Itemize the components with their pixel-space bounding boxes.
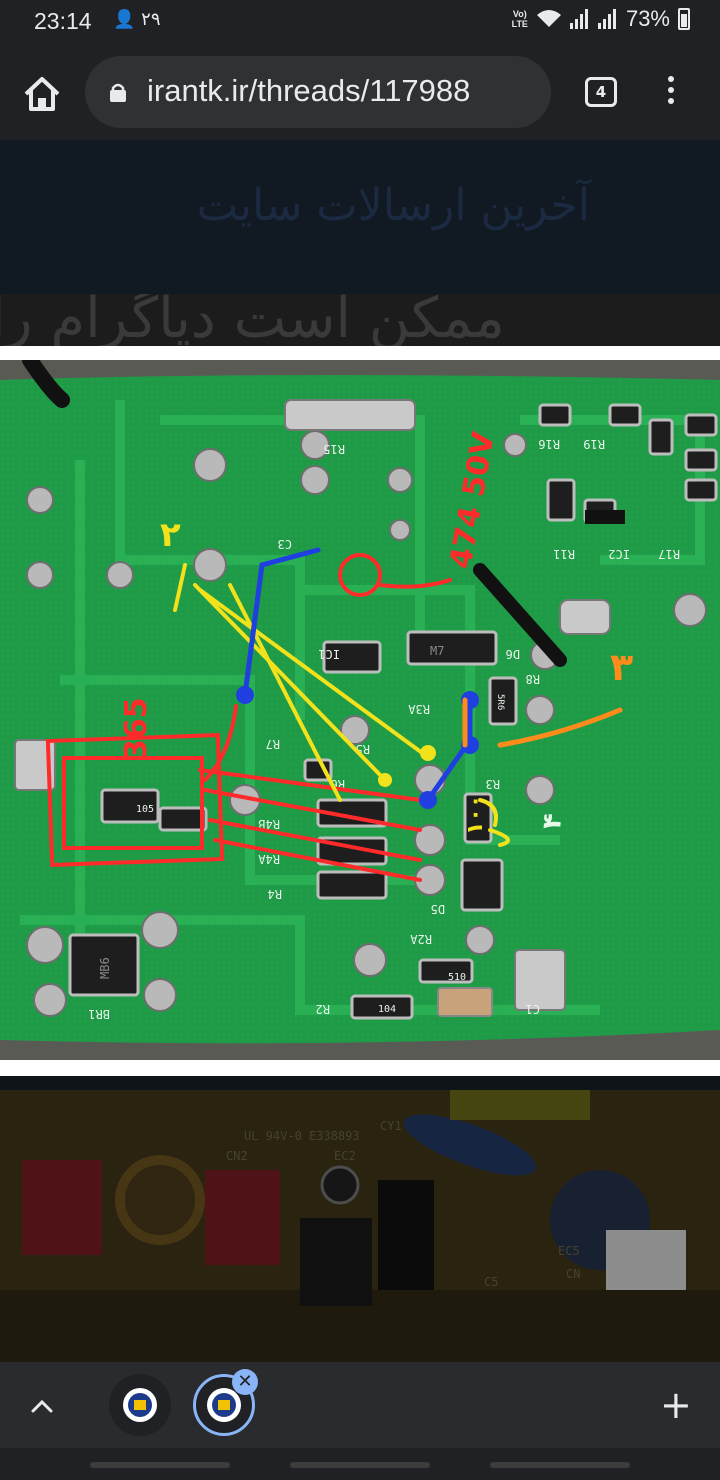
signal-icon — [569, 9, 588, 29]
annot-right-mark: ۴ — [537, 812, 568, 830]
nav-pill-right — [490, 1462, 630, 1468]
faded-heading-strip: ممکن است دیاگرام را — [0, 294, 720, 346]
silk-m7: M7 — [430, 644, 444, 658]
tab-thumbnail-1[interactable] — [109, 1374, 171, 1436]
lower-ul-label: UL 94V-0 E338893 — [244, 1129, 360, 1143]
silk-r19: R19 — [583, 437, 605, 451]
silk-r15: R15 — [323, 442, 345, 456]
silk-ic2: IC2 — [608, 547, 630, 561]
battery-percent: 73% — [625, 6, 670, 31]
lower-pcb-photo[interactable]: UL 94V-0 E338893 CN2 EC2 CY1 C5 EC5 CN — [0, 1090, 720, 1362]
silk-r7: R7 — [266, 737, 280, 751]
silk-r17: R17 — [658, 547, 680, 561]
volte-badge: Vo) LTE — [511, 9, 528, 29]
silk-104: 104 — [378, 1004, 396, 1015]
plus-icon[interactable]: + — [660, 1383, 692, 1427]
annot-number-365: 365 — [119, 697, 154, 760]
silk-c1: C1 — [526, 1002, 540, 1016]
lower-ec5: EC5 — [558, 1244, 580, 1258]
silk-r8: R8 — [526, 672, 540, 686]
site-banner: آخرین ارسالات سایت — [0, 140, 720, 294]
status-bar: 23:14 👤 ۲۹ Vo) LTE 73% — [0, 0, 720, 44]
silk-r4a: R4A — [258, 852, 280, 866]
silk-105: 105 — [136, 804, 154, 815]
status-notification: 👤 ۲۹ — [113, 9, 161, 30]
lower-cn2: CN2 — [226, 1149, 248, 1163]
annot-digit-right: ۳ — [610, 645, 633, 689]
chevron-up-icon[interactable] — [28, 1392, 56, 1420]
tab-switcher-icon[interactable]: 4 — [585, 77, 617, 107]
browser-toolbar: irantk.ir/threads/117988 4 — [0, 44, 720, 140]
favicon-icon — [123, 1388, 157, 1422]
overflow-menu-icon[interactable] — [660, 76, 682, 110]
url-text[interactable]: irantk.ir/threads/117988 — [147, 73, 471, 108]
address-bar[interactable]: irantk.ir/threads/117988 — [85, 56, 551, 128]
favicon-icon-active — [207, 1388, 241, 1422]
silk-r3a: R3A — [408, 702, 430, 716]
lower-ec2: EC2 — [334, 1149, 356, 1163]
silk-r3: R3 — [486, 777, 500, 791]
silk-mb6: MB6 — [98, 957, 112, 979]
wifi-icon — [536, 10, 561, 27]
silk-c3: C3 — [278, 537, 292, 551]
banner-title: آخرین ارسالات سایت — [196, 180, 590, 231]
notification-icon: 👤 — [113, 9, 136, 30]
annot-vertical-yellow: ۱۰۰ — [463, 795, 488, 835]
lock-icon[interactable] — [109, 82, 127, 102]
pcb-photo-frame[interactable]: R15 R16 R19 R17 IC2 R11 C3 IC1 D6 R8 R3A… — [0, 346, 720, 1076]
silk-5r6: 5R6 — [495, 694, 505, 710]
nav-pill-center[interactable] — [290, 1462, 430, 1468]
silk-d5: D5 — [431, 902, 445, 916]
status-right: Vo) LTE 73% — [512, 6, 690, 32]
status-extra-text: ۲۹ — [141, 9, 161, 30]
web-page: آخرین ارسالات سایت ممکن است دیاگرام را — [0, 140, 720, 1362]
status-time: 23:14 — [34, 8, 92, 34]
silk-r4b: R4B — [258, 817, 280, 831]
battery-icon — [678, 8, 690, 30]
silk-r16: R16 — [538, 437, 560, 451]
close-icon[interactable]: ✕ — [232, 1369, 258, 1395]
pcb-photo: R15 R16 R19 R17 IC2 R11 C3 IC1 D6 R8 R3A… — [0, 360, 720, 1060]
lower-cy1: CY1 — [380, 1119, 402, 1133]
tab-thumbnail-2-active[interactable] — [193, 1374, 255, 1436]
bottom-tab-bar: ✕ + — [0, 1362, 720, 1448]
silk-r4: R4 — [268, 887, 282, 901]
silk-r11: R11 — [553, 547, 575, 561]
silk-d6: D6 — [506, 647, 520, 661]
faded-heading: ممکن است دیاگرام را — [0, 294, 505, 346]
silk-r2: R2 — [316, 1002, 330, 1016]
system-nav-bar — [0, 1448, 720, 1480]
signal-icon-2 — [597, 9, 616, 29]
silk-ic1: IC1 — [318, 647, 340, 661]
lower-c5: C5 — [484, 1275, 498, 1289]
silk-r2a: R2A — [410, 932, 432, 946]
silk-510: 510 — [448, 972, 466, 983]
silk-br1: BR1 — [88, 1007, 110, 1021]
lower-pcb-illustration: UL 94V-0 E338893 CN2 EC2 CY1 C5 EC5 CN — [0, 1090, 720, 1362]
nav-pill-left — [90, 1462, 230, 1468]
home-icon[interactable] — [22, 74, 62, 114]
annot-digit-2: ۲ — [160, 515, 181, 555]
lower-cn: CN — [566, 1267, 580, 1281]
